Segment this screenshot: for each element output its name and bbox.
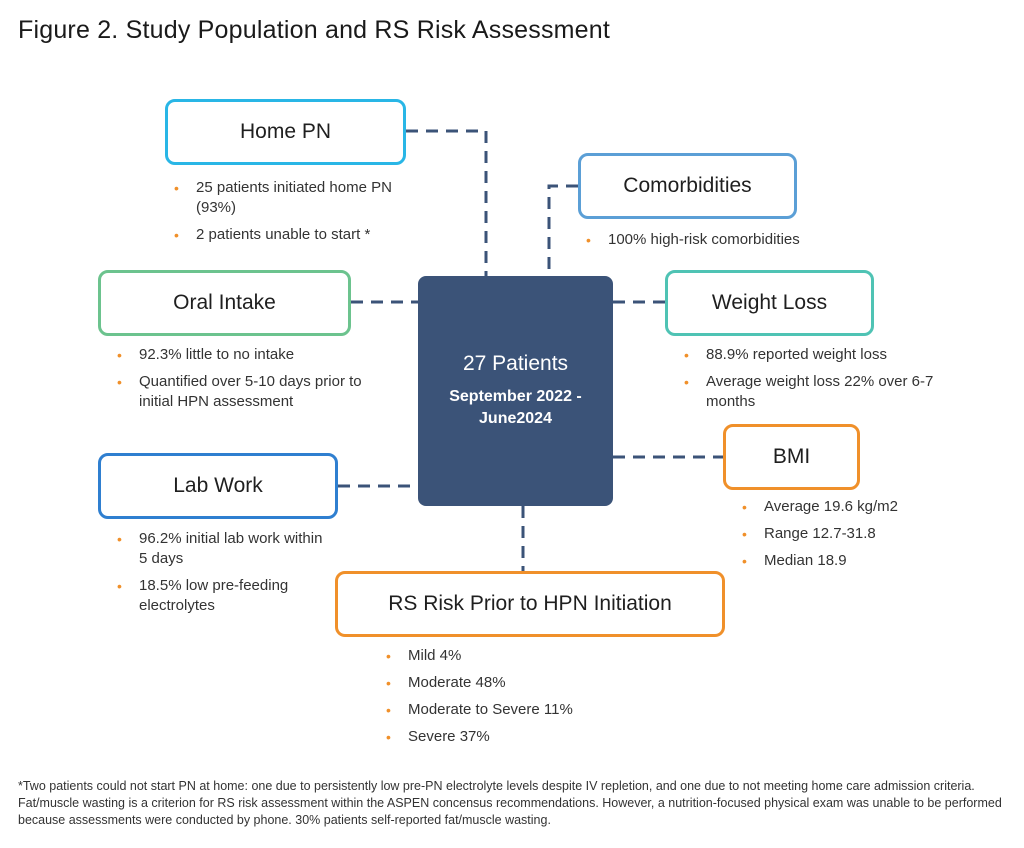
bmi-label: BMI bbox=[772, 445, 811, 468]
rs-risk-label: RS Risk Prior to HPN Initiation bbox=[388, 592, 672, 615]
oral-intake-label: Oral Intake bbox=[173, 291, 276, 314]
lab-work-box: Lab Work bbox=[98, 453, 338, 519]
list-item: 18.5% low pre-feeding electrolytes bbox=[113, 576, 333, 616]
list-item: 92.3% little to no intake bbox=[113, 345, 393, 365]
connector-home-pn bbox=[406, 129, 488, 276]
home-pn-bullets: 25 patients initiated home PN (93%) 2 pa… bbox=[170, 178, 420, 252]
date-range: September 2022 - June2024 bbox=[449, 388, 582, 427]
lab-work-bullets: 96.2% initial lab work within 5 days 18.… bbox=[113, 529, 333, 623]
list-item: Severe 37% bbox=[382, 727, 682, 747]
comorbidities-label: Comorbidities bbox=[623, 174, 752, 197]
list-item: Median 18.9 bbox=[738, 551, 968, 571]
list-item: Quantified over 5-10 days prior to initi… bbox=[113, 372, 393, 412]
footnote: *Two patients could not start PN at home… bbox=[18, 779, 1002, 827]
lab-work-label: Lab Work bbox=[173, 474, 263, 497]
weight-loss-bullets: 88.9% reported weight loss Average weigh… bbox=[680, 345, 940, 419]
comorbidities-box: Comorbidities bbox=[578, 153, 797, 219]
list-item: Average weight loss 22% over 6-7 months bbox=[680, 372, 940, 412]
center-patients-box: 27 Patients September 2022 - June2024 bbox=[418, 276, 613, 506]
connector-comorbidities bbox=[547, 184, 578, 276]
home-pn-label: Home PN bbox=[239, 120, 332, 143]
list-item: Moderate to Severe 11% bbox=[382, 700, 682, 720]
weight-loss-box: Weight Loss bbox=[665, 270, 874, 336]
list-item: 100% high-risk comorbidities bbox=[582, 230, 852, 250]
rs-risk-box: RS Risk Prior to HPN Initiation bbox=[335, 571, 725, 637]
list-item: 2 patients unable to start * bbox=[170, 225, 420, 245]
list-item: 96.2% initial lab work within 5 days bbox=[113, 529, 333, 569]
bmi-box: BMI bbox=[723, 424, 860, 490]
rs-risk-bullets: Mild 4% Moderate 48% Moderate to Severe … bbox=[382, 646, 682, 754]
oral-intake-box: Oral Intake bbox=[98, 270, 351, 336]
home-pn-box: Home PN bbox=[165, 99, 406, 165]
comorbidities-bullets: 100% high-risk comorbidities bbox=[582, 230, 852, 257]
list-item: Average 19.6 kg/m2 bbox=[738, 497, 968, 517]
oral-intake-bullets: 92.3% little to no intake Quantified ove… bbox=[113, 345, 393, 419]
list-item: 25 patients initiated home PN (93%) bbox=[170, 178, 420, 218]
patient-count: 27 Patients bbox=[462, 352, 569, 375]
list-item: 88.9% reported weight loss bbox=[680, 345, 940, 365]
weight-loss-label: Weight Loss bbox=[711, 291, 828, 314]
list-item: Mild 4% bbox=[382, 646, 682, 666]
list-item: Moderate 48% bbox=[382, 673, 682, 693]
bmi-bullets: Average 19.6 kg/m2 Range 12.7-31.8 Media… bbox=[738, 497, 968, 578]
figure-title: Figure 2. Study Population and RS Risk A… bbox=[18, 16, 611, 44]
list-item: Range 12.7-31.8 bbox=[738, 524, 968, 544]
